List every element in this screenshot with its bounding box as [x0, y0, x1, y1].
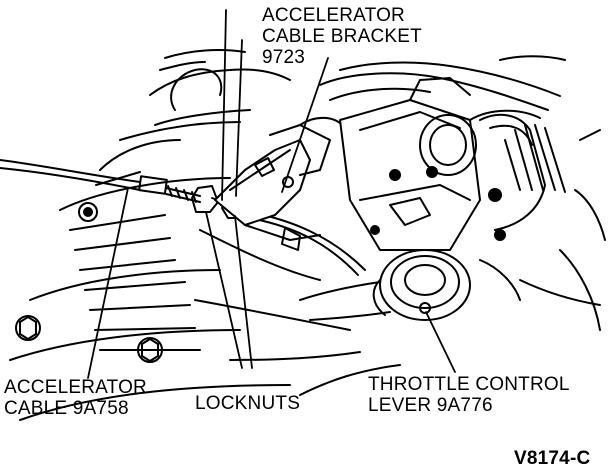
throttle-control-lever-label: THROTTLE CONTROL LEVER 9A776	[368, 374, 570, 416]
leader-cable	[87, 187, 129, 379]
locknut-1	[191, 185, 219, 213]
lever-label-line1: THROTTLE CONTROL	[368, 374, 570, 395]
leader-lever	[425, 311, 456, 373]
leader-locknut-1	[205, 211, 243, 369]
cable-label-line2: CABLE 9A758	[4, 398, 129, 419]
bracket-label-line3: 9723	[262, 47, 306, 68]
intake-manifold	[9, 177, 401, 421]
figure-id: V8174-C	[514, 448, 591, 469]
bracket-label-line2: CABLE BRACKET	[262, 26, 422, 47]
locknuts-label-text: LOCKNUTS	[195, 393, 301, 414]
engine-background	[95, 49, 606, 331]
throttle-body	[339, 77, 566, 251]
bolts	[15, 202, 163, 363]
leader-bracket	[281, 57, 329, 193]
bolt-1	[78, 202, 98, 222]
accelerator-cable	[0, 159, 366, 276]
locknuts-label: LOCKNUTS	[195, 393, 300, 414]
accelerator-cable-bracket-label: ACCELERATOR CABLE BRACKET 9723	[262, 5, 422, 68]
lever-label-line2: LEVER 9A776	[368, 395, 493, 416]
accelerator-cable-label: ACCELERATOR CABLE 9A758	[4, 377, 147, 419]
bolt-3	[137, 337, 163, 363]
leader-locknut-2	[234, 215, 253, 369]
leader-lines	[87, 9, 456, 379]
bolt-2	[15, 315, 41, 341]
cable-label-line1: ACCELERATOR	[4, 377, 147, 398]
throttle-lever	[299, 249, 471, 321]
cable-bracket	[214, 116, 346, 251]
bracket-label-line1: ACCELERATOR	[262, 5, 405, 26]
